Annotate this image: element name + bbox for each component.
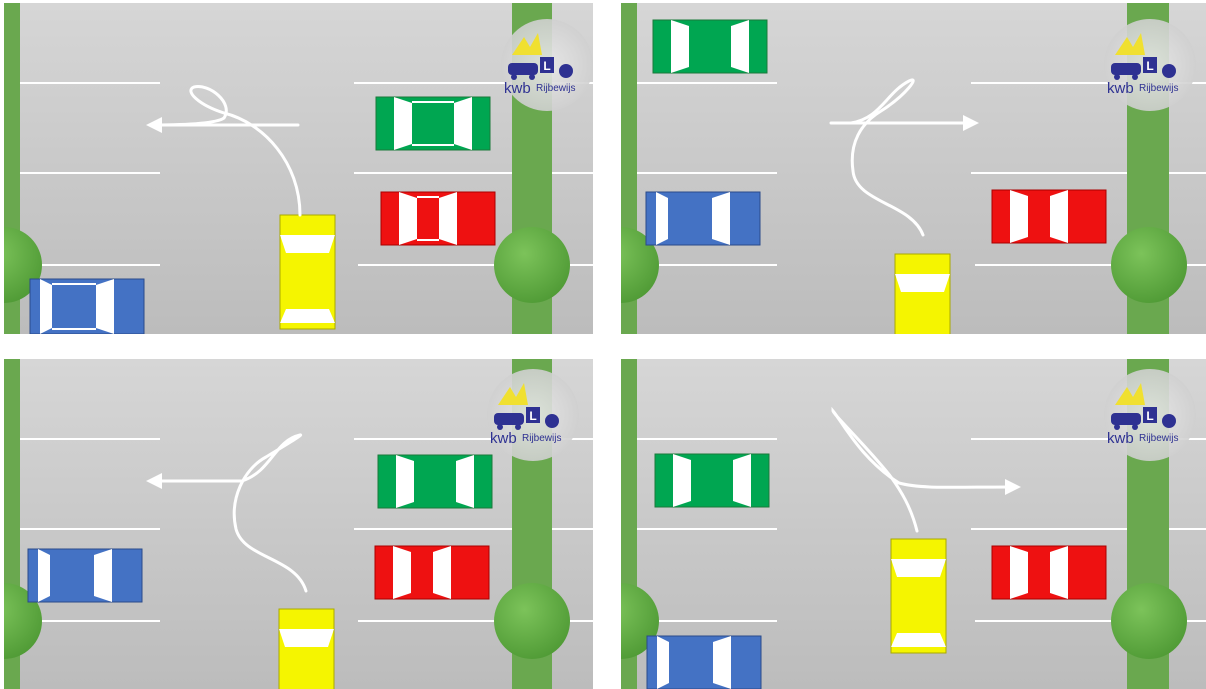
yellow-car — [895, 254, 950, 334]
logo-brand: kwb — [1107, 430, 1134, 447]
green-car — [378, 455, 492, 508]
tree-right — [1111, 583, 1187, 659]
panel-top-left: L kwb Rijbewijs — [4, 3, 593, 334]
red-car — [992, 546, 1106, 599]
logo-brand: kwb — [490, 430, 517, 447]
green-car — [655, 454, 769, 507]
tree-right — [494, 583, 570, 659]
red-car — [992, 190, 1106, 243]
blue-car — [646, 192, 760, 245]
logo-brand: kwb — [504, 80, 531, 97]
panel-bottom-right: L kwb Rijbewijs — [621, 359, 1206, 689]
kwb-logo: L kwb Rijbewijs — [501, 19, 593, 111]
blue-car — [647, 636, 761, 689]
yellow-car — [280, 215, 335, 329]
blue-car — [28, 549, 142, 602]
kwb-logo: L kwb Rijbewijs — [1104, 369, 1196, 461]
logo-sub: Rijbewijs — [1139, 83, 1178, 94]
logo-sub: Rijbewijs — [1139, 433, 1178, 444]
yellow-car — [279, 609, 334, 689]
scene-bottom-right: L kwb Rijbewijs — [621, 359, 1206, 689]
panel-top-right: L kwb Rijbewijs — [621, 3, 1206, 334]
logo-brand: kwb — [1107, 80, 1134, 97]
scene-bottom-left: L kwb Rijbewijs — [4, 359, 593, 689]
scene-top-left: L kwb Rijbewijs — [4, 3, 593, 334]
panel-bottom-left: L kwb Rijbewijs — [4, 359, 593, 689]
logo-sub: Rijbewijs — [536, 83, 575, 94]
logo-sub: Rijbewijs — [522, 433, 561, 444]
kwb-logo: L kwb Rijbewijs — [487, 369, 579, 461]
red-car — [381, 192, 495, 245]
yellow-car — [891, 539, 946, 653]
tree-right — [1111, 227, 1187, 303]
blue-car — [30, 279, 144, 334]
kwb-logo: L kwb Rijbewijs — [1104, 19, 1196, 111]
l-plate-text: L — [1146, 409, 1153, 423]
tree-right — [494, 227, 570, 303]
l-plate-text: L — [1146, 59, 1153, 73]
green-car — [376, 97, 490, 150]
red-car — [375, 546, 489, 599]
green-car — [653, 20, 767, 73]
l-plate-text: L — [529, 409, 536, 423]
scene-top-right: L kwb Rijbewijs — [621, 3, 1206, 334]
l-plate-text: L — [543, 59, 550, 73]
